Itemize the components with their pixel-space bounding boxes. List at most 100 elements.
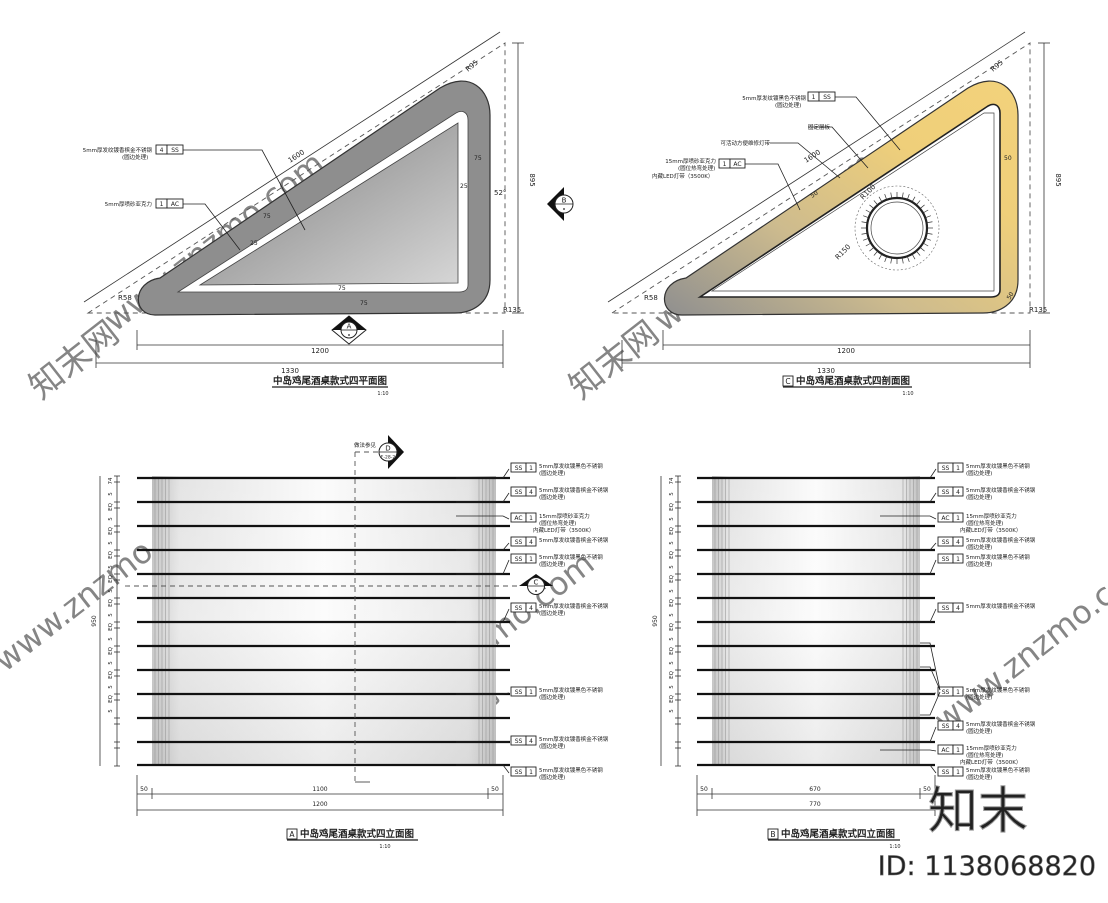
svg-text:SS: SS [515,738,523,745]
svg-text:内藏LED灯带（3500K）: 内藏LED灯带（3500K） [960,526,1021,534]
svg-text:4: 4 [529,738,533,745]
detail-marker-d: D F-28-2 [378,435,404,469]
elevA-left-dim-label: EQ [108,526,114,534]
svg-text:5mm厚发纹镀香槟金不锈钢: 5mm厚发纹镀香槟金不锈钢 [539,602,609,610]
elev-a-dim-height: 950 [91,615,98,627]
svg-text:1: 1 [529,689,533,696]
plan-dim-inner: 1200 [311,347,329,355]
elevB-left-dim-label: 5 [669,589,675,593]
section-tag-ac1: 1 AC [718,158,746,169]
section-callout2-text: 固定层板 [808,123,831,131]
plan-width-2: 75 [263,213,271,220]
section-scale: 1:10 [902,391,913,397]
svg-text:1: 1 [956,556,960,563]
svg-text:D: D [385,445,390,453]
plan-radius-left: R58 [118,294,132,302]
elevB-left-dim-label: EQ [669,670,675,678]
svg-text:5mm厚发纹镀黑色不锈钢: 5mm厚发纹镀黑色不锈钢 [539,553,603,561]
svg-text:SS: SS [515,465,523,472]
plan-width-1: 75 [474,155,482,162]
section-callout1-text: 5mm厚发纹镀黑色不锈钢 [742,94,806,102]
svg-text:(圆位热弯处理): (圆位热弯处理) [539,519,576,527]
svg-text:5mm厚发纹镀香槟金不锈钢: 5mm厚发纹镀香槟金不锈钢 [966,720,1036,728]
svg-text:SS: SS [515,556,523,563]
svg-text:SS: SS [942,539,950,546]
section-dim-total: 1330 [817,367,835,375]
elevA-left-dim-label: EQ [108,502,114,510]
svg-text:5mm厚发纹镀香槟金不锈钢: 5mm厚发纹镀香槟金不锈钢 [966,536,1036,544]
svg-text:1: 1 [812,94,816,101]
plan-callout-ss-text: 5mm厚发纹镀香槟金不锈钢 [83,146,153,154]
elevA-left-dim-label: EQ [108,574,114,582]
elev-a-dim-1200: 1200 [312,801,327,808]
elevA-left-dim-label: EQ [108,694,114,702]
svg-text:SS: SS [515,539,523,546]
section-tag-ss1: 1 SS [807,91,836,102]
svg-text:1: 1 [160,201,164,208]
svg-text:(圆边处理): (圆边处理) [539,773,565,781]
svg-text:4: 4 [529,489,533,496]
elevB-left-dim-label: 5 [669,685,675,689]
elevA-left-dim-label: 74 [108,477,114,484]
elevA-left-dim-label: 5 [108,661,114,665]
elev-a-scale: 1:10 [379,844,390,850]
elevA-left-dim-label: 5 [108,709,114,713]
section-title: 中岛鸡尾酒桌款式四剖面图 [796,375,910,387]
elev-a-dim-50r: 50 [491,786,499,793]
svg-text:4: 4 [160,147,164,154]
elevA-left-dim-label: 5 [108,589,114,593]
plan-width-5: 75 [338,285,346,292]
plan-title: 中岛鸡尾酒桌款式四平面图 [273,375,387,387]
section-radius-right: R135 [1029,306,1047,314]
elevB-left-dim-label: 5 [669,709,675,713]
svg-text:内藏LED灯带（3500K）: 内藏LED灯带（3500K） [533,526,594,534]
elevB-left-dim-label: 74 [669,477,675,484]
elev-b-dim-770: 770 [809,801,821,808]
svg-text:SS: SS [942,605,950,612]
elevB-left-dim-label: EQ [669,574,675,582]
svg-text:SS: SS [515,769,523,776]
image-id: ID: 1138068820 [878,851,1096,882]
svg-text:(圆边处理): (圆边处理) [966,560,992,568]
svg-text:15mm厚喷砂亚克力: 15mm厚喷砂亚克力 [539,512,590,520]
svg-text:SS: SS [515,689,523,696]
elevA-left-dim-label: 5 [108,685,114,689]
plan-tag-ss: 4 SS [155,144,184,155]
svg-text:AC: AC [171,201,179,208]
elevB-left-dim-label: 5 [669,637,675,641]
elevB-left-dim-label: EQ [669,598,675,606]
elev-a-ref-label: 做法参见 [354,441,377,449]
section-width-3: 50 [1006,291,1016,301]
plan-angle: 52° [494,189,506,197]
plan-width-3: 25 [460,183,468,190]
section-callout3-text: 可活动方便维修灯带 [720,139,770,147]
svg-text:B: B [770,830,775,839]
svg-text:5mm厚发纹镀香槟金不锈钢: 5mm厚发纹镀香槟金不锈钢 [539,536,609,544]
section-callout4-text: 15mm厚喷砂亚克力 [665,157,716,165]
plan-tag-ac: 1 AC [155,198,184,209]
elevB-left-dim-label: EQ [669,694,675,702]
plan-radius-right: R135 [503,306,521,314]
svg-text:A: A [347,323,352,331]
elevA-left-dim-label: EQ [108,550,114,558]
svg-text:(圆边处理): (圆边处理) [966,727,992,735]
elevB-left-dim-label: 5 [669,517,675,521]
elev-b-dim-50l: 50 [700,786,708,793]
plan-radius-top: R95 [464,59,480,74]
svg-text:15mm厚喷砂亚克力: 15mm厚喷砂亚克力 [966,744,1017,752]
elevation-b: 50 670 50 770 745EQ5EQ5EQ5EQ5EQ5EQ5EQ5EQ… [652,462,1036,850]
svg-text:4: 4 [956,539,960,546]
svg-text:4: 4 [529,539,533,546]
section-marker-c: C [519,574,553,595]
svg-text:4: 4 [529,605,533,612]
elev-a-dim-50l: 50 [140,786,148,793]
plan-callout-ac-text: 5mm厚喷砂亚克力 [105,200,152,208]
section-view: 1330 1200 895 1600 R95 R58 R135 R100 R15… [607,31,1062,397]
